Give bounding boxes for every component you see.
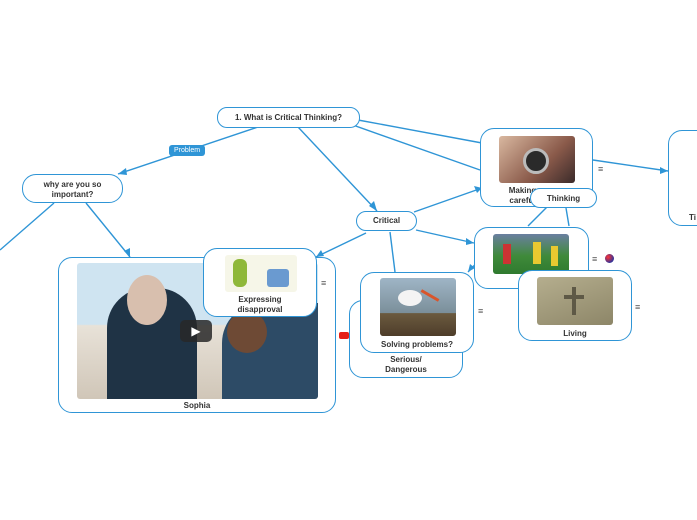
gravestone-image xyxy=(537,277,613,325)
living-node[interactable]: Living xyxy=(518,270,632,341)
globe-icon[interactable] xyxy=(605,254,614,263)
why-node[interactable]: why are you so important? xyxy=(22,174,123,203)
solving-menu-icon[interactable]: ≡ xyxy=(478,306,484,316)
making-careful-label: Making careful xyxy=(508,186,537,205)
critical-node[interactable]: Critical xyxy=(356,211,417,231)
why-label: why are you so important? xyxy=(43,180,102,199)
root-topic-label: 1. What is Critical Thinking? xyxy=(234,113,343,122)
solving-label: Solving problems? xyxy=(380,340,453,349)
youtube-icon[interactable] xyxy=(339,332,349,339)
making-menu-icon[interactable]: ≡ xyxy=(598,164,604,174)
expressing-menu-icon[interactable]: ≡ xyxy=(321,278,327,288)
expressing-disapproval-node[interactable]: Expressing disapproval xyxy=(203,248,317,317)
im-menu-icon[interactable]: ≡ xyxy=(592,254,598,264)
living-label: Living xyxy=(563,329,587,338)
thinking-node[interactable]: Thinking xyxy=(530,188,597,208)
serious-label: Serious/ Dangerous xyxy=(385,355,427,374)
thinking-label: Thinking xyxy=(546,194,581,203)
tip-node[interactable]: Ti xyxy=(668,130,697,226)
problem-tag[interactable]: Problem xyxy=(169,145,206,156)
sophia-label: Sophia xyxy=(183,401,211,410)
solving-problems-node[interactable]: Solving problems? xyxy=(360,272,474,353)
critical-label: Critical xyxy=(372,216,401,225)
stork-nest-image xyxy=(380,278,456,336)
play-button[interactable]: ▶ xyxy=(180,320,212,342)
cartoon-image xyxy=(225,255,297,292)
root-topic-node[interactable]: 1. What is Critical Thinking? xyxy=(217,107,360,128)
living-menu-icon[interactable]: ≡ xyxy=(635,302,641,312)
football-image xyxy=(493,234,569,274)
magnifier-eye-image xyxy=(499,136,575,183)
expressing-label: Expressing disapproval xyxy=(237,295,283,314)
tip-label: Ti xyxy=(689,213,696,222)
